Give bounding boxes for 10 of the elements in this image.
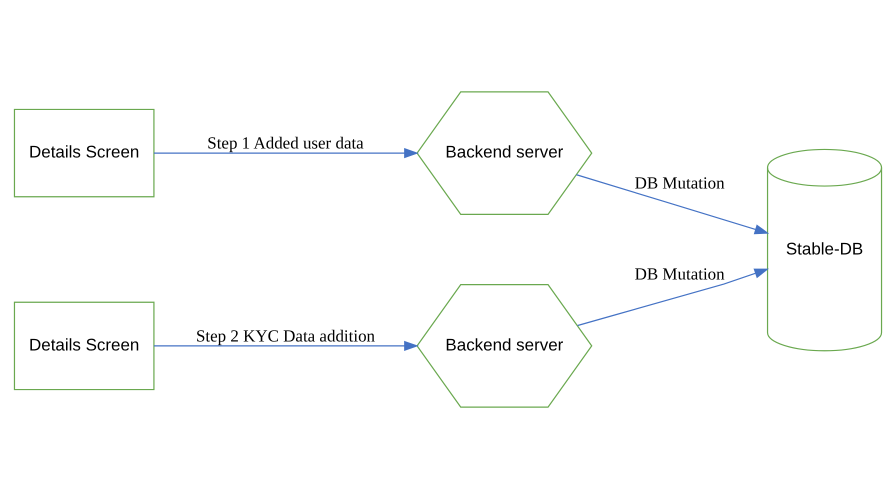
arrow	[577, 268, 768, 326]
edge-label: Step 2 KYC Data addition	[195, 326, 375, 345]
arrow	[153, 147, 418, 158]
arrow	[576, 174, 769, 234]
node-box: Details Screen	[13, 108, 154, 197]
edge-label: DB Mutation	[634, 173, 724, 192]
arrow	[153, 340, 418, 351]
edge-label: DB Mutation	[634, 264, 724, 283]
edge-label: Step 1 Added user data	[206, 132, 364, 152]
node-box: Details Screen	[13, 301, 154, 390]
